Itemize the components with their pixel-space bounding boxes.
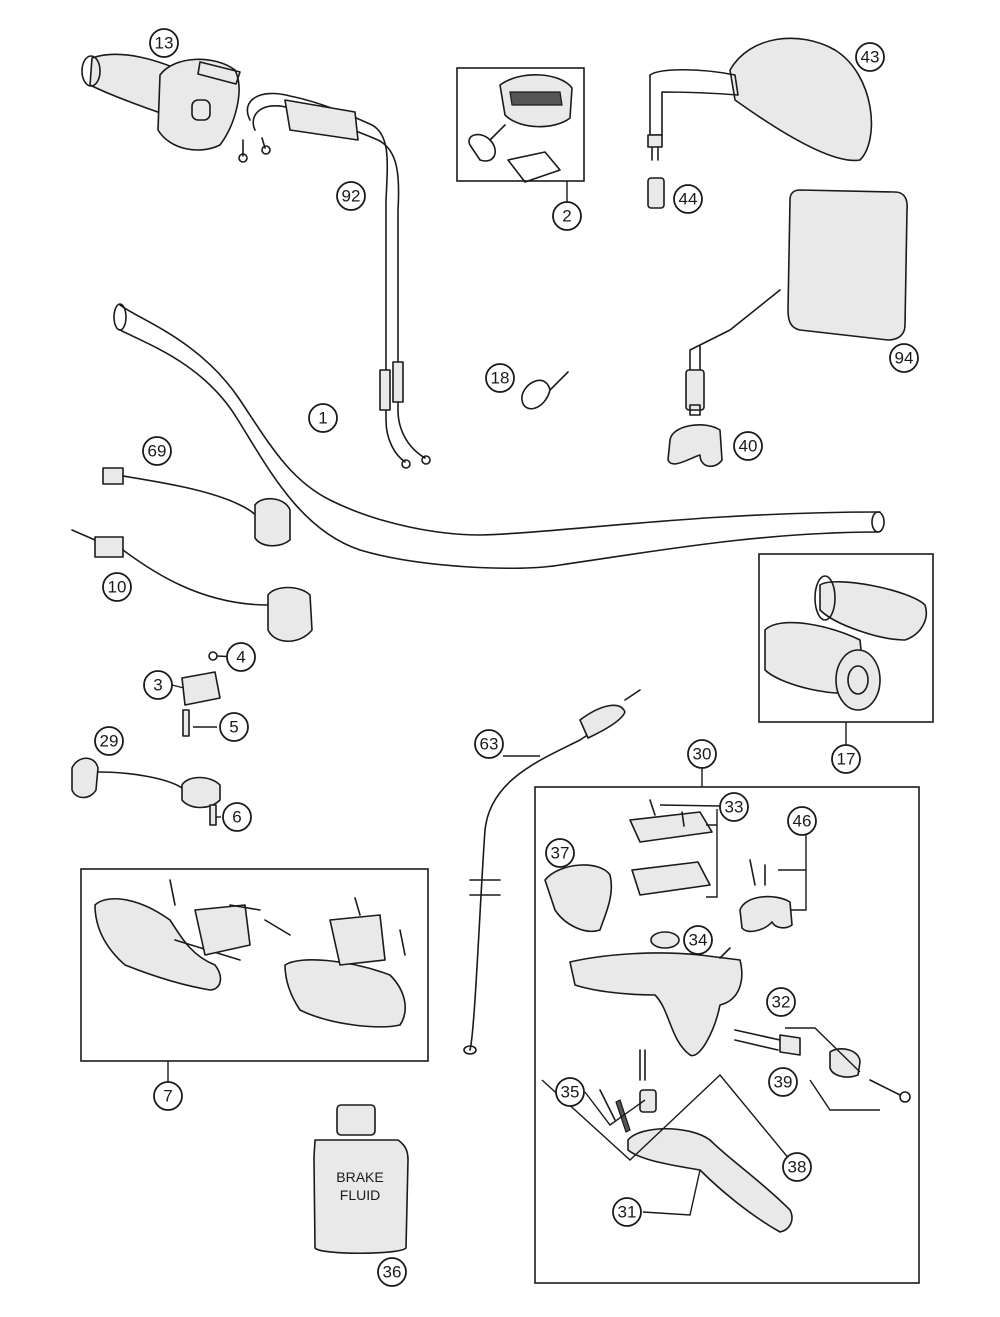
callout-32: 32 — [766, 987, 796, 1017]
svg-text:10: 10 — [108, 578, 127, 597]
callout-37: 37 — [545, 838, 575, 868]
svg-text:1: 1 — [318, 409, 327, 428]
svg-text:3: 3 — [153, 676, 162, 695]
callout-6: 6 — [222, 802, 252, 832]
svg-text:69: 69 — [148, 442, 167, 461]
callout-17: 17 — [831, 744, 861, 774]
throttle-grip — [81, 53, 241, 151]
svg-text:40: 40 — [739, 437, 758, 456]
svg-text:5: 5 — [229, 718, 238, 737]
svg-text:17: 17 — [837, 750, 856, 769]
callout-29: 29 — [94, 726, 124, 756]
master-cylinder-assembly — [544, 799, 911, 1233]
frame-part-2 — [456, 67, 585, 182]
svg-text:38: 38 — [788, 1158, 807, 1177]
callout-10: 10 — [102, 572, 132, 602]
svg-text:43: 43 — [861, 48, 880, 67]
svg-text:39: 39 — [774, 1073, 793, 1092]
svg-text:29: 29 — [100, 732, 119, 751]
svg-text:44: 44 — [679, 190, 698, 209]
callout-31: 31 — [612, 1197, 642, 1227]
mirror-rectangular — [685, 189, 908, 416]
callout-1: 1 — [308, 403, 338, 433]
callout-63: 63 — [474, 729, 504, 759]
handlebar — [113, 303, 885, 570]
frame-part-7 — [80, 868, 429, 1062]
svg-text:33: 33 — [725, 798, 744, 817]
brake-fluid-can: BRAKE FLUID — [313, 1104, 409, 1255]
frame-part-30 — [534, 786, 920, 1284]
svg-text:94: 94 — [895, 349, 914, 368]
start-switch — [71, 529, 313, 643]
callout-94: 94 — [889, 343, 919, 373]
callout-69: 69 — [142, 436, 172, 466]
grips — [764, 575, 927, 711]
callout-92: 92 — [336, 181, 366, 211]
svg-text:2: 2 — [562, 207, 571, 226]
callout-18: 18 — [485, 363, 515, 393]
callout-2: 2 — [552, 201, 582, 231]
callout-46: 46 — [787, 806, 817, 836]
svg-text:34: 34 — [689, 931, 708, 950]
svg-text:4: 4 — [236, 648, 245, 667]
svg-text:35: 35 — [561, 1083, 580, 1102]
callouts: 1 2 3 4 5 6 7 10 13 17 18 29 30 31 32 33… — [94, 28, 919, 1287]
callout-44: 44 — [673, 184, 703, 214]
mirror-clamp — [667, 424, 723, 468]
svg-text:30: 30 — [693, 745, 712, 764]
switch-assembly — [468, 74, 573, 183]
svg-text:36: 36 — [383, 1263, 402, 1282]
cable-tie — [521, 371, 569, 410]
throttle-cables — [238, 92, 431, 469]
svg-text:37: 37 — [551, 844, 570, 863]
light-switch — [102, 467, 291, 547]
svg-text:63: 63 — [480, 735, 499, 754]
callout-35: 35 — [555, 1077, 585, 1107]
can-label-line2: FLUID — [340, 1187, 380, 1203]
svg-text:18: 18 — [491, 369, 510, 388]
svg-text:7: 7 — [163, 1087, 172, 1106]
brake-hose — [463, 689, 641, 1055]
callout-33: 33 — [719, 792, 749, 822]
can-label-line1: BRAKE — [336, 1169, 383, 1185]
switch-base-screws — [181, 651, 221, 737]
callout-4: 4 — [226, 642, 256, 672]
svg-text:32: 32 — [772, 993, 791, 1012]
svg-text:92: 92 — [342, 187, 361, 206]
callout-5: 5 — [219, 712, 249, 742]
callout-7: 7 — [153, 1081, 183, 1111]
callout-3: 3 — [143, 670, 173, 700]
svg-text:31: 31 — [618, 1203, 637, 1222]
handguard-kit — [94, 879, 406, 1028]
leader-lines — [167, 181, 880, 1216]
callout-40: 40 — [733, 431, 763, 461]
svg-text:6: 6 — [232, 808, 241, 827]
callout-30: 30 — [687, 739, 717, 769]
callout-39: 39 — [768, 1067, 798, 1097]
callout-13: 13 — [149, 28, 179, 58]
svg-text:13: 13 — [155, 34, 174, 53]
callout-36: 36 — [377, 1257, 407, 1287]
callout-38: 38 — [782, 1152, 812, 1182]
callout-43: 43 — [855, 42, 885, 72]
svg-text:46: 46 — [793, 812, 812, 831]
mirror-oval — [647, 37, 873, 209]
kill-switch — [71, 757, 221, 826]
callout-34: 34 — [683, 925, 713, 955]
